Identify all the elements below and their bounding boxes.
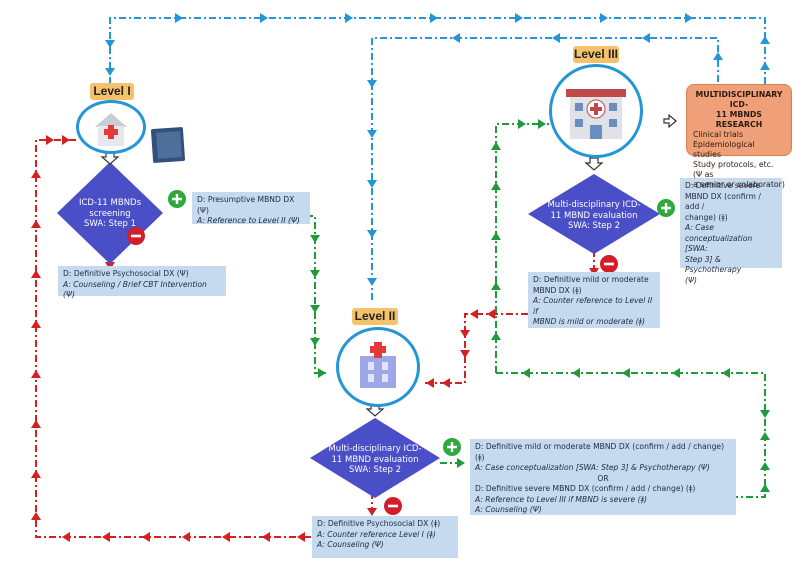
box-line: D: Definitive mild or moderate bbox=[533, 275, 649, 284]
red-arrowheads bbox=[31, 135, 599, 542]
box-line: A: Counter reference to Level II if bbox=[533, 296, 653, 316]
hospital-icon bbox=[566, 89, 626, 139]
box-line: D: Definitive mild or moderate MBND DX (… bbox=[475, 442, 725, 462]
box-line: A: Reference to Level II (Ψ) bbox=[197, 216, 300, 225]
diamond-line: 11 MBND evaluation bbox=[550, 210, 638, 221]
box-line: Step 3] & Psychotherapy bbox=[685, 254, 742, 275]
research-line: Clinical trials bbox=[693, 130, 744, 139]
box-line: D: Definitive severe bbox=[685, 181, 761, 190]
diamond-level2-evaluation bbox=[310, 418, 440, 498]
box-line: D: Definitive severe MBND DX (confirm / … bbox=[475, 484, 696, 493]
box-line: A: Case bbox=[685, 223, 714, 232]
level-1-circle bbox=[76, 100, 146, 154]
diamond-level1-text: ICD-11 MBNDs screening SWA: Step 1 bbox=[62, 198, 158, 230]
box-line: MBND DX (ǂ) bbox=[533, 285, 582, 295]
research-title: MULTIDISCIPLINARY ICD- bbox=[695, 90, 783, 109]
box-line: MBND DX (confirm / add / bbox=[685, 191, 761, 212]
box-line: A: Counseling / Brief CBT Intervention (… bbox=[63, 279, 207, 300]
box-line: OR bbox=[597, 473, 609, 483]
hospital-building-icon bbox=[360, 342, 396, 388]
level-3-circle bbox=[549, 64, 643, 158]
plus-icon bbox=[168, 190, 186, 208]
minus-icon bbox=[127, 227, 145, 245]
level-1-tag: Level I bbox=[90, 83, 134, 100]
house-clinic-icon bbox=[95, 113, 127, 146]
box-line: A: Case conceptualization [SWA: Step 3] … bbox=[475, 463, 710, 472]
box-line: MBND is mild or moderate (ǂ) bbox=[533, 317, 646, 326]
diamond-line: SWA: Step 2 bbox=[567, 221, 621, 231]
plus-icon bbox=[657, 199, 675, 217]
book-icon bbox=[150, 127, 186, 163]
presumptive-dx-box: D: Presumptive MBND DX (Ψ) A: Reference … bbox=[192, 192, 310, 225]
research-line: Epidemiological studies bbox=[693, 140, 755, 159]
research-line: a senior or colaborator) bbox=[693, 180, 785, 189]
box-line: A: Counter reference Level I (ǂ) bbox=[317, 529, 436, 539]
diamond-line: screening bbox=[89, 208, 131, 219]
blue-connectors bbox=[109, 17, 766, 300]
box-line: D: Presumptive MBND DX (Ψ) bbox=[197, 195, 295, 215]
box-line: conceptualization [SWA: bbox=[685, 233, 753, 254]
research-line: Study protocols, etc. (Ψ as bbox=[693, 160, 774, 179]
box-line: D: Definitive Psychosocial DX (Ψ) bbox=[63, 269, 189, 278]
level3-mild-box: D: Definitive mild or moderate MBND DX (… bbox=[528, 272, 660, 328]
level2-outcomes-box: D: Definitive mild or moderate MBND DX (… bbox=[470, 439, 736, 515]
minus-icon bbox=[600, 255, 618, 273]
diamond-line: Multi-disciplinary ICD- bbox=[328, 444, 422, 454]
box-line: A: Reference to Level III if MBND is sev… bbox=[475, 494, 648, 504]
diamond-line: ICD-11 MBNDs bbox=[78, 198, 142, 208]
blue-arrowheads bbox=[105, 13, 770, 286]
level-2-tag: Level II bbox=[352, 308, 398, 325]
psychosocial-dx-level2-box: D: Definitive Psychosocial DX (ǂ) A: Cou… bbox=[312, 516, 458, 558]
box-line: change) (ǂ) bbox=[685, 212, 728, 222]
diamond-level3-text: Multi-disciplinary ICD- 11 MBND evaluati… bbox=[538, 200, 650, 232]
plus-icon bbox=[443, 438, 461, 456]
research-title: 11 MBNDS RESEARCH bbox=[715, 110, 763, 129]
diamond-line: 11 MBND evaluation bbox=[331, 454, 419, 465]
box-line: A: Counseling (Ψ) bbox=[475, 505, 542, 514]
diamond-level2-text: Multi-disciplinary ICD- 11 MBND evaluati… bbox=[318, 444, 432, 476]
box-line: (Ψ) bbox=[685, 275, 697, 285]
diamond-line: SWA: Step 1 bbox=[83, 219, 137, 229]
diamond-level3-evaluation bbox=[528, 174, 660, 254]
research-box: MULTIDISCIPLINARY ICD- 11 MBNDS RESEARCH… bbox=[686, 84, 792, 189]
level-3-tag: Level III bbox=[573, 46, 619, 63]
level3-severe-box: D: Definitive severe MBND DX (confirm / … bbox=[680, 178, 782, 285]
box-line: D: Definitive Psychosocial DX (ǂ) bbox=[317, 519, 441, 528]
psychosocial-dx-level1-box: D: Definitive Psychosocial DX (Ψ) A: Cou… bbox=[58, 266, 226, 299]
diamond-line: Multi-disciplinary ICD- bbox=[547, 200, 641, 210]
level-2-circle bbox=[336, 327, 420, 407]
minus-icon bbox=[384, 497, 402, 515]
box-line: A: Counseling (Ψ) bbox=[317, 540, 384, 549]
diamond-line: SWA: Step 2 bbox=[348, 465, 402, 475]
